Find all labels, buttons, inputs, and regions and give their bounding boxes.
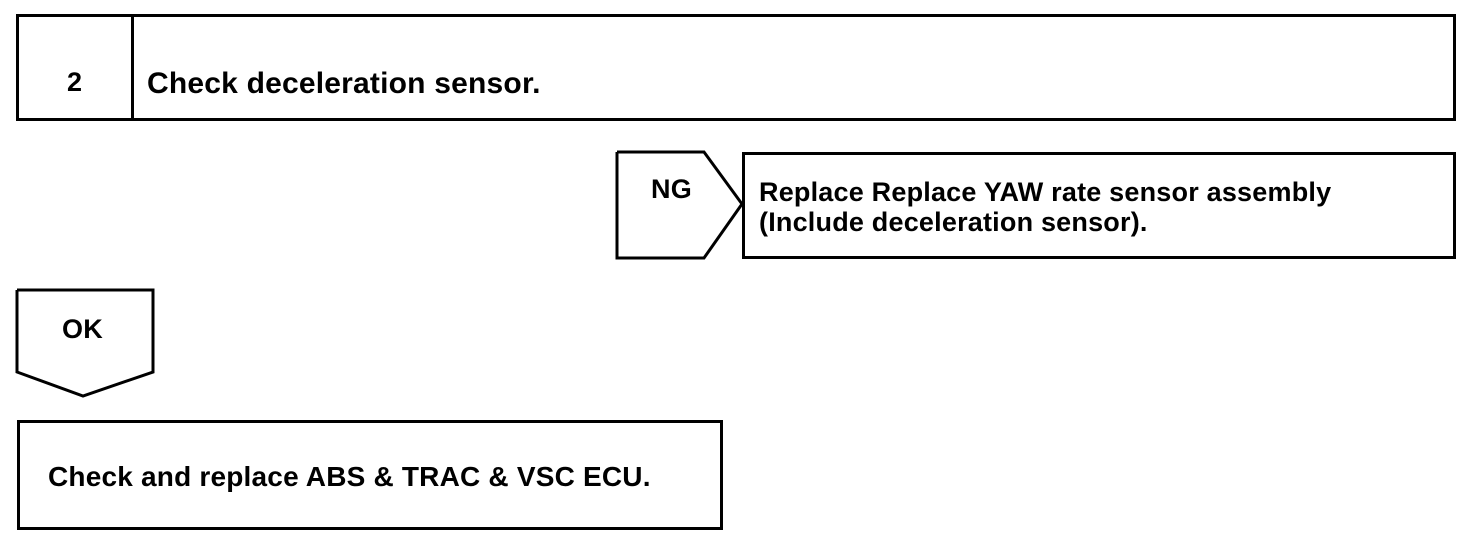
- final-action-box: Check and replace ABS & TRAC & VSC ECU.: [17, 420, 723, 530]
- ok-label: OK: [62, 314, 103, 344]
- step-divider: [131, 17, 134, 118]
- step-number: 2: [67, 67, 83, 97]
- final-action-text: Check and replace ABS & TRAC & VSC ECU.: [48, 461, 651, 492]
- ng-label: NG: [651, 174, 692, 204]
- ng-action-box: Replace Replace YAW rate sensor assembly…: [742, 152, 1456, 259]
- step-box: 2 Check deceleration sensor.: [16, 14, 1456, 121]
- ng-action-text: Replace Replace YAW rate sensor assembly…: [759, 177, 1332, 237]
- step-title: Check deceleration sensor.: [147, 67, 541, 100]
